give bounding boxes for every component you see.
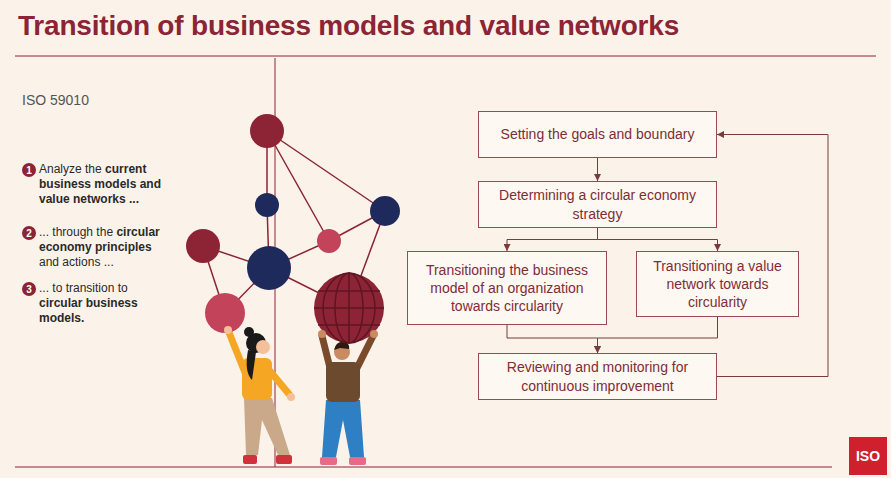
person-shoe — [349, 457, 366, 465]
globe — [314, 273, 384, 343]
step-text-bold: circular business models. — [39, 296, 138, 325]
process-box: Transitioning the business model of an o… — [407, 251, 607, 325]
step-text-part: ... through the — [39, 225, 113, 239]
box-label: Setting the goals and boundary — [501, 125, 695, 143]
step-text: ... to transition to circular business m… — [39, 281, 171, 326]
person-hand — [287, 393, 295, 401]
step-text: ... through the circular economy princip… — [39, 225, 171, 270]
box-content: Setting the goals and boundary — [501, 125, 695, 143]
flow-arrow — [598, 228, 718, 251]
globe-parallel — [318, 324, 380, 326]
person-pants — [244, 398, 290, 455]
person-hair — [244, 327, 254, 337]
box-content: Transitioning the business model of an o… — [418, 261, 596, 316]
network-dot — [255, 193, 279, 217]
step-text-part: ... to transition to — [39, 281, 128, 295]
box-content: Determining a circular economy strategy — [489, 186, 706, 222]
person-arm — [269, 370, 289, 394]
standard-code: ISO 59010 — [22, 92, 89, 108]
step-text-part: and actions ... — [39, 255, 114, 269]
process-box: Transitioning a value network towards ci… — [636, 251, 799, 317]
bottom-rule — [15, 467, 832, 468]
flow-arrow — [597, 158, 598, 181]
title: Transition of business models and value … — [18, 10, 679, 42]
box-label: Transitioning the business model of an o… — [418, 261, 596, 316]
person-shoe — [276, 455, 292, 464]
network-dot — [205, 293, 245, 333]
person-sweater — [326, 362, 360, 402]
process-box: Setting the goals and boundary — [478, 111, 717, 158]
process-box: Reviewing and monitoring for continuous … — [478, 353, 717, 400]
box-content: Transitioning a value network towards ci… — [647, 257, 788, 312]
globe-grid — [314, 273, 384, 343]
box-content: Reviewing and monitoring for continuous … — [489, 358, 706, 394]
network-link — [267, 131, 385, 211]
person-hand — [318, 330, 326, 338]
process-box: Determining a circular economy strategy — [478, 181, 717, 228]
person-hand — [370, 330, 378, 338]
flow-arrow — [507, 325, 598, 353]
globe-parallel — [318, 290, 380, 292]
person-hand — [224, 326, 232, 334]
person-face — [256, 340, 270, 354]
network-dot — [370, 196, 400, 226]
title-rule — [15, 56, 876, 57]
logo-square — [849, 437, 887, 475]
flow-arrow — [598, 317, 718, 353]
callout-number: 1 — [22, 163, 36, 177]
person-pants — [322, 400, 364, 457]
network-link — [267, 131, 329, 241]
network-dot — [317, 229, 341, 253]
network-dot — [186, 229, 220, 263]
person-shirt — [242, 358, 272, 400]
person-hair — [247, 350, 256, 380]
flow-arrow — [507, 228, 598, 251]
network-dot — [247, 246, 291, 290]
box-label: Determining a circular economy strategy — [489, 186, 706, 222]
callout-number: 3 — [22, 282, 36, 296]
logo-text: ISO — [849, 437, 887, 475]
box-label: Reviewing and monitoring for continuous … — [489, 358, 706, 394]
callout-number: 2 — [22, 226, 36, 240]
globe-parallel — [314, 307, 384, 309]
person-shoe — [320, 457, 337, 465]
step-text-part: Analyze the — [39, 162, 102, 176]
step-text: Analyze the current business models and … — [39, 162, 171, 207]
person-shoe — [243, 455, 257, 464]
box-label: Transitioning a value network towards ci… — [647, 257, 788, 312]
network-dot — [250, 114, 284, 148]
